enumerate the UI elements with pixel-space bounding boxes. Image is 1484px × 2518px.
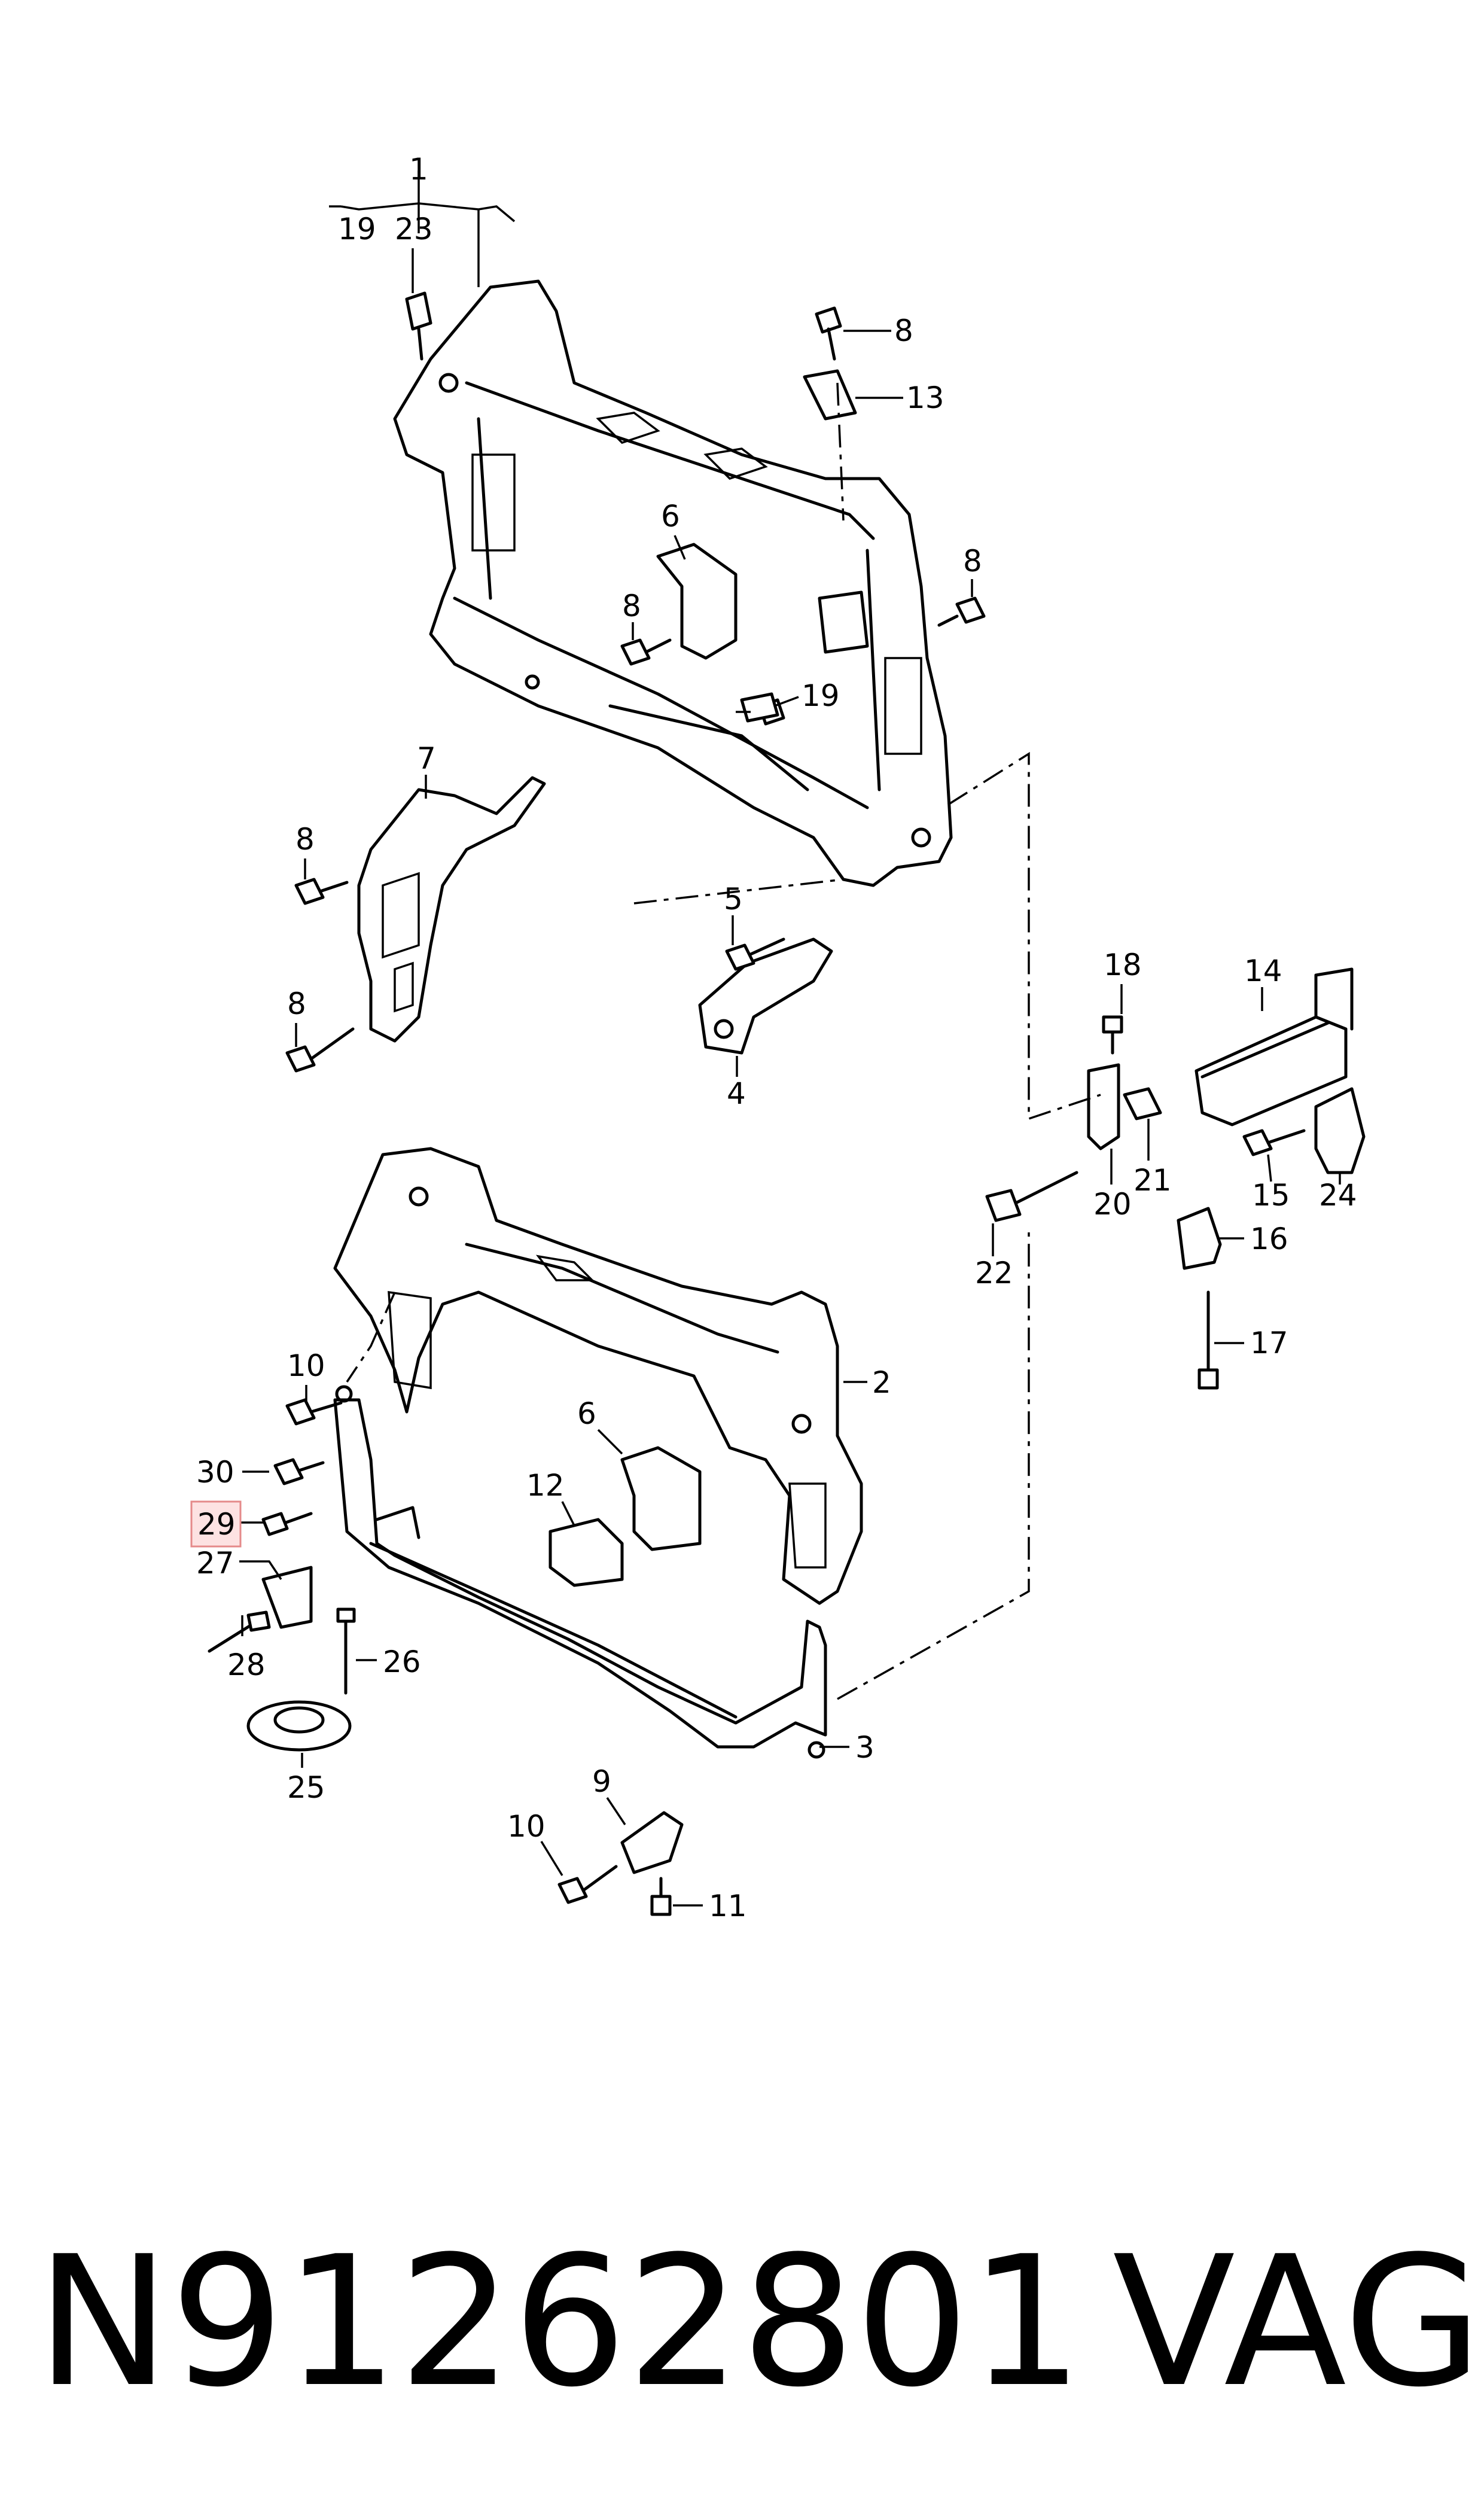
callout-10-upper: 10: [287, 1348, 325, 1383]
bolt-17: [1197, 1290, 1219, 1390]
bolt-8-top: [815, 306, 842, 361]
callout-14: 14: [1244, 954, 1282, 988]
bolt-10-lower: [557, 1865, 618, 1904]
callout-8-bracket-lower: 8: [287, 987, 306, 1021]
leader-lines: [236, 170, 1341, 1907]
callout-28: 28: [227, 1648, 266, 1682]
side-bracket-7: [357, 776, 546, 1043]
mount-bracket-4: [698, 937, 833, 1055]
callout-8-top: 8: [894, 313, 913, 348]
bracket-6-lower: [620, 1446, 702, 1551]
callout-15: 15: [1252, 1178, 1290, 1213]
bracket-9: [620, 1811, 684, 1874]
bracket-20: [1087, 1063, 1120, 1150]
bolt-11: [650, 1877, 672, 1916]
stud-23: [405, 291, 432, 361]
callout-17: 17: [1250, 1326, 1288, 1360]
callout-20: 20: [1093, 1187, 1132, 1222]
callout-16: 16: [1250, 1222, 1288, 1256]
callout-12: 12: [526, 1468, 565, 1503]
bolt-8-bracket-lower: [285, 1027, 355, 1073]
stud-26: [336, 1607, 356, 1695]
bracket-24: [1314, 1087, 1366, 1174]
callout-29: 29: [197, 1507, 236, 1542]
lower-crossmember-3: [333, 1385, 827, 1759]
bolt-8-bracket-upper: [294, 878, 349, 905]
callout-6-lower: 6: [577, 1396, 596, 1431]
callout-labels: 1 19 23 8 13 6 8 8 19 7 8 8 5 4 18 14 20…: [196, 152, 1357, 1923]
crash-box-14: [1194, 967, 1354, 1126]
callout-5: 5: [724, 882, 743, 917]
mount-pad-25: [246, 1700, 352, 1752]
rivet-28: [208, 1610, 271, 1653]
bolt-8-right: [937, 596, 986, 627]
callout-2: 2: [872, 1365, 891, 1400]
callout-26: 26: [383, 1645, 421, 1679]
callout-9: 9: [592, 1764, 611, 1799]
callout-8-right: 8: [963, 544, 982, 578]
bolt-15: [1242, 1129, 1306, 1156]
bolt-22: [985, 1171, 1078, 1222]
callout-6-upper: 6: [661, 499, 680, 534]
callout-27: 27: [196, 1546, 234, 1581]
callout-1: 1: [409, 152, 428, 187]
bolt-5: [725, 937, 785, 971]
callout-4: 4: [727, 1076, 746, 1111]
callout-11: 11: [709, 1889, 747, 1923]
highlight-box-29: [190, 1500, 242, 1548]
bracket-27: [261, 1566, 313, 1629]
bracket-6-upper: [656, 543, 738, 660]
callout-22: 22: [975, 1256, 1013, 1290]
nut-clip-19: [740, 692, 779, 723]
callout-10-lower: 10: [507, 1809, 546, 1844]
callout-19-mid: 19: [802, 678, 840, 713]
bracket-16: [1177, 1207, 1222, 1270]
clip-21: [1123, 1087, 1162, 1121]
callout-21: 21: [1133, 1163, 1172, 1198]
callout-19-top: 19: [338, 212, 376, 246]
callout-7: 7: [417, 741, 436, 776]
latch-12: [548, 1518, 624, 1587]
bolt-30: [273, 1458, 325, 1485]
callout-25: 25: [287, 1770, 325, 1805]
bolt-10-upper: [285, 1398, 343, 1426]
brand-label: VAG: [1113, 2218, 1482, 2426]
callout-8-bracket-upper: 8: [295, 822, 315, 857]
callout-30: 30: [196, 1455, 234, 1490]
upper-carrier-assembly: [393, 279, 953, 887]
part-number: N91262801: [36, 2218, 1083, 2426]
callout-8-mid: 8: [622, 589, 641, 623]
bolt-18: [1102, 1015, 1123, 1055]
assembly-lines: [346, 382, 1101, 1700]
screw-29: [261, 1512, 313, 1536]
callout-13: 13: [906, 380, 944, 415]
callout-23: 23: [395, 212, 433, 246]
lower-carrier-assembly: [333, 1147, 863, 1605]
callout-24: 24: [1319, 1178, 1357, 1213]
callout-18: 18: [1104, 948, 1142, 982]
callout-3: 3: [855, 1730, 874, 1765]
bolt-8-mid: [620, 638, 672, 666]
bracket-13: [803, 369, 857, 421]
